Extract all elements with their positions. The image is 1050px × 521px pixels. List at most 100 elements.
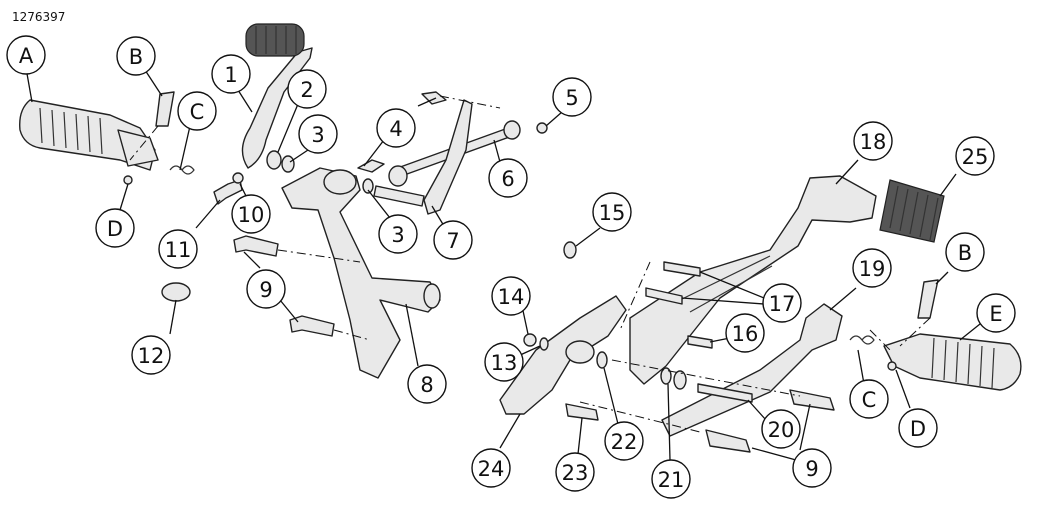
pin-4b <box>357 159 385 173</box>
brake-pad-25 <box>879 179 945 243</box>
bracket-24 <box>499 295 627 415</box>
bolt-23 <box>565 403 599 421</box>
callout-label: 3 <box>391 223 404 247</box>
callout-1: 1 <box>211 54 251 94</box>
callout-18: 18 <box>853 121 893 161</box>
spacer-3b <box>373 185 425 207</box>
callout-label: 3 <box>311 123 324 147</box>
bolt-20 <box>697 383 753 403</box>
bolt-11 <box>213 179 243 205</box>
callout-circle <box>131 335 171 375</box>
callout-label: 19 <box>859 257 886 281</box>
callout-label: E <box>989 302 1002 326</box>
callout-label: 18 <box>860 130 887 154</box>
callout-label: B <box>129 45 143 69</box>
callout-label: 4 <box>389 117 402 141</box>
callout-label: 20 <box>768 418 795 442</box>
callout-circle <box>849 379 889 419</box>
callout-label: 24 <box>478 457 505 481</box>
callout-circle <box>376 108 416 148</box>
callout-24: 24 <box>471 448 511 488</box>
callout-14: 14 <box>491 276 531 316</box>
callout-label: 8 <box>420 373 433 397</box>
clip-left <box>123 175 133 185</box>
callout-circle <box>725 313 765 353</box>
spring-left <box>169 165 195 175</box>
washer-21b <box>673 370 687 390</box>
callout-label: 10 <box>238 203 265 227</box>
callout-13: 13 <box>484 342 524 382</box>
callout-label: 13 <box>491 351 518 375</box>
callout-circle <box>471 448 511 488</box>
callout-circle <box>898 408 938 448</box>
callout-circle <box>651 459 691 499</box>
washer-3a <box>281 155 295 173</box>
washer-13 <box>539 337 549 351</box>
callout-circle <box>407 364 447 404</box>
callout-circle <box>555 452 595 492</box>
callout-label: 11 <box>165 238 192 262</box>
callout-label: 9 <box>805 457 818 481</box>
callout-label: 15 <box>599 201 626 225</box>
nut-5 <box>536 122 548 134</box>
callout-circle <box>378 214 418 254</box>
callout-label: 23 <box>562 461 589 485</box>
callout-20: 20 <box>761 409 801 449</box>
bolt-16 <box>687 335 713 349</box>
callout-circle <box>116 36 156 76</box>
callout-label: 1 <box>224 63 237 87</box>
callout-label: 17 <box>769 292 796 316</box>
callout-label: C <box>190 100 205 124</box>
callout-8: 8 <box>407 364 447 404</box>
callout-label: B <box>958 241 972 265</box>
brake-pad-ribs <box>889 185 939 241</box>
callout-d2: D <box>898 408 938 448</box>
callout-label: D <box>910 417 926 441</box>
callout-circle <box>211 54 251 94</box>
callout-10: 10 <box>231 194 271 234</box>
rod-end-front <box>388 165 408 187</box>
callout-c1: C <box>177 91 217 131</box>
callout-2: 2 <box>287 69 327 109</box>
shift-arm-7 <box>423 99 473 215</box>
callout-label: 2 <box>300 78 313 102</box>
callout-circle <box>484 342 524 382</box>
callout-label: 9 <box>259 278 272 302</box>
callout-circle <box>231 194 271 234</box>
clevis-pin-right <box>917 279 939 319</box>
nut-14 <box>523 333 537 347</box>
callout-3a: 3 <box>298 114 338 154</box>
cap-12 <box>161 282 191 302</box>
callout-label: 6 <box>501 167 514 191</box>
brake-pedal <box>629 175 877 385</box>
callout-circle <box>761 409 801 449</box>
alignment-lines <box>129 95 931 433</box>
washer-22 <box>596 351 608 369</box>
spring-right <box>849 335 875 345</box>
callout-b2: B <box>945 232 985 272</box>
washer-15 <box>563 241 577 259</box>
callout-3b: 3 <box>378 214 418 254</box>
callout-9a: 9 <box>246 269 286 309</box>
callout-21: 21 <box>651 459 691 499</box>
rod-end-rear <box>503 120 521 140</box>
callout-circle <box>945 232 985 272</box>
callout-circle <box>852 248 892 288</box>
callout-label: 5 <box>565 86 578 110</box>
callout-c2: C <box>849 379 889 419</box>
callout-label: C <box>862 388 877 412</box>
bolt-9b-lower <box>705 429 751 453</box>
callout-circle <box>976 293 1016 333</box>
bolt-17-upper <box>663 261 701 277</box>
callout-circle <box>177 91 217 131</box>
figure-number: 1276397 <box>12 10 66 24</box>
leader-lines <box>25 67 981 461</box>
callout-label: 22 <box>611 430 638 454</box>
callout-label: 14 <box>498 285 525 309</box>
callout-label: 7 <box>446 229 459 253</box>
callout-circle <box>298 114 338 154</box>
callout-label: D <box>107 217 123 241</box>
callout-circle <box>552 77 592 117</box>
